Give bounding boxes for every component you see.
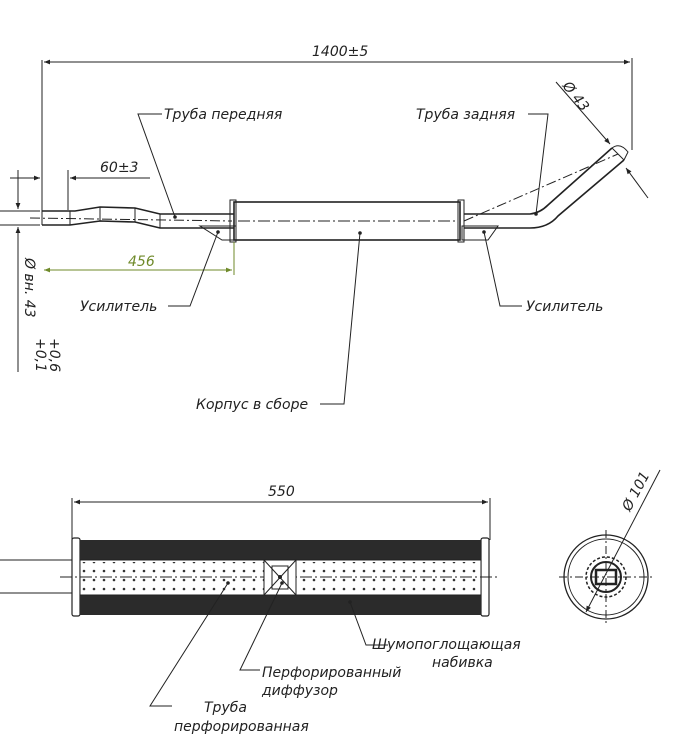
inner-diameter-text: Ø вн. 43: [21, 257, 37, 318]
rear-pipe-label: Труба задняя: [416, 107, 515, 123]
front-pipe: [29, 206, 237, 241]
sound-absorbing-label-2: набивка: [432, 655, 493, 671]
section-view: 550 Ø 101: [0, 469, 661, 735]
end-view: Ø 101: [559, 469, 661, 624]
perforated-diffuser-label-2: диффузор: [261, 683, 338, 699]
perforated-diffuser: [263, 559, 297, 596]
body-length-text: 550: [268, 484, 295, 500]
inner-diameter-tol2-text: +0,6: [46, 338, 62, 372]
perforated-diffuser-label-1: Перфорированный: [262, 665, 401, 681]
sound-absorbing-label-1: Шумопоглощающая: [372, 637, 521, 653]
top-view: 1400±5: [0, 44, 649, 413]
rear-pipe-diameter-text: Ø 43: [558, 78, 592, 115]
packing-bottom: [80, 595, 481, 615]
inlet-offset-text: 60±3: [100, 160, 138, 176]
perforated-pipe-label-1: Труба: [204, 700, 247, 716]
packing-top: [80, 540, 481, 560]
front-pipe-label: Труба передняя: [164, 107, 282, 123]
inner-diameter-tol-text: +0,1: [32, 338, 48, 372]
perforated-pipe-label-2: перфорированная: [174, 719, 309, 735]
reinforcer-right-label: Усилитель: [526, 299, 603, 315]
reinforcer-left-label: Усилитель: [80, 299, 157, 315]
overall-length-text: 1400±5: [312, 44, 368, 60]
reinforcer-right-shape: [461, 225, 499, 241]
body-assembly: [229, 199, 465, 243]
body-assembly-label: Корпус в сборе: [196, 397, 308, 413]
reinforcer-distance-text: 456: [128, 254, 155, 270]
rear-pipe: [461, 145, 629, 241]
